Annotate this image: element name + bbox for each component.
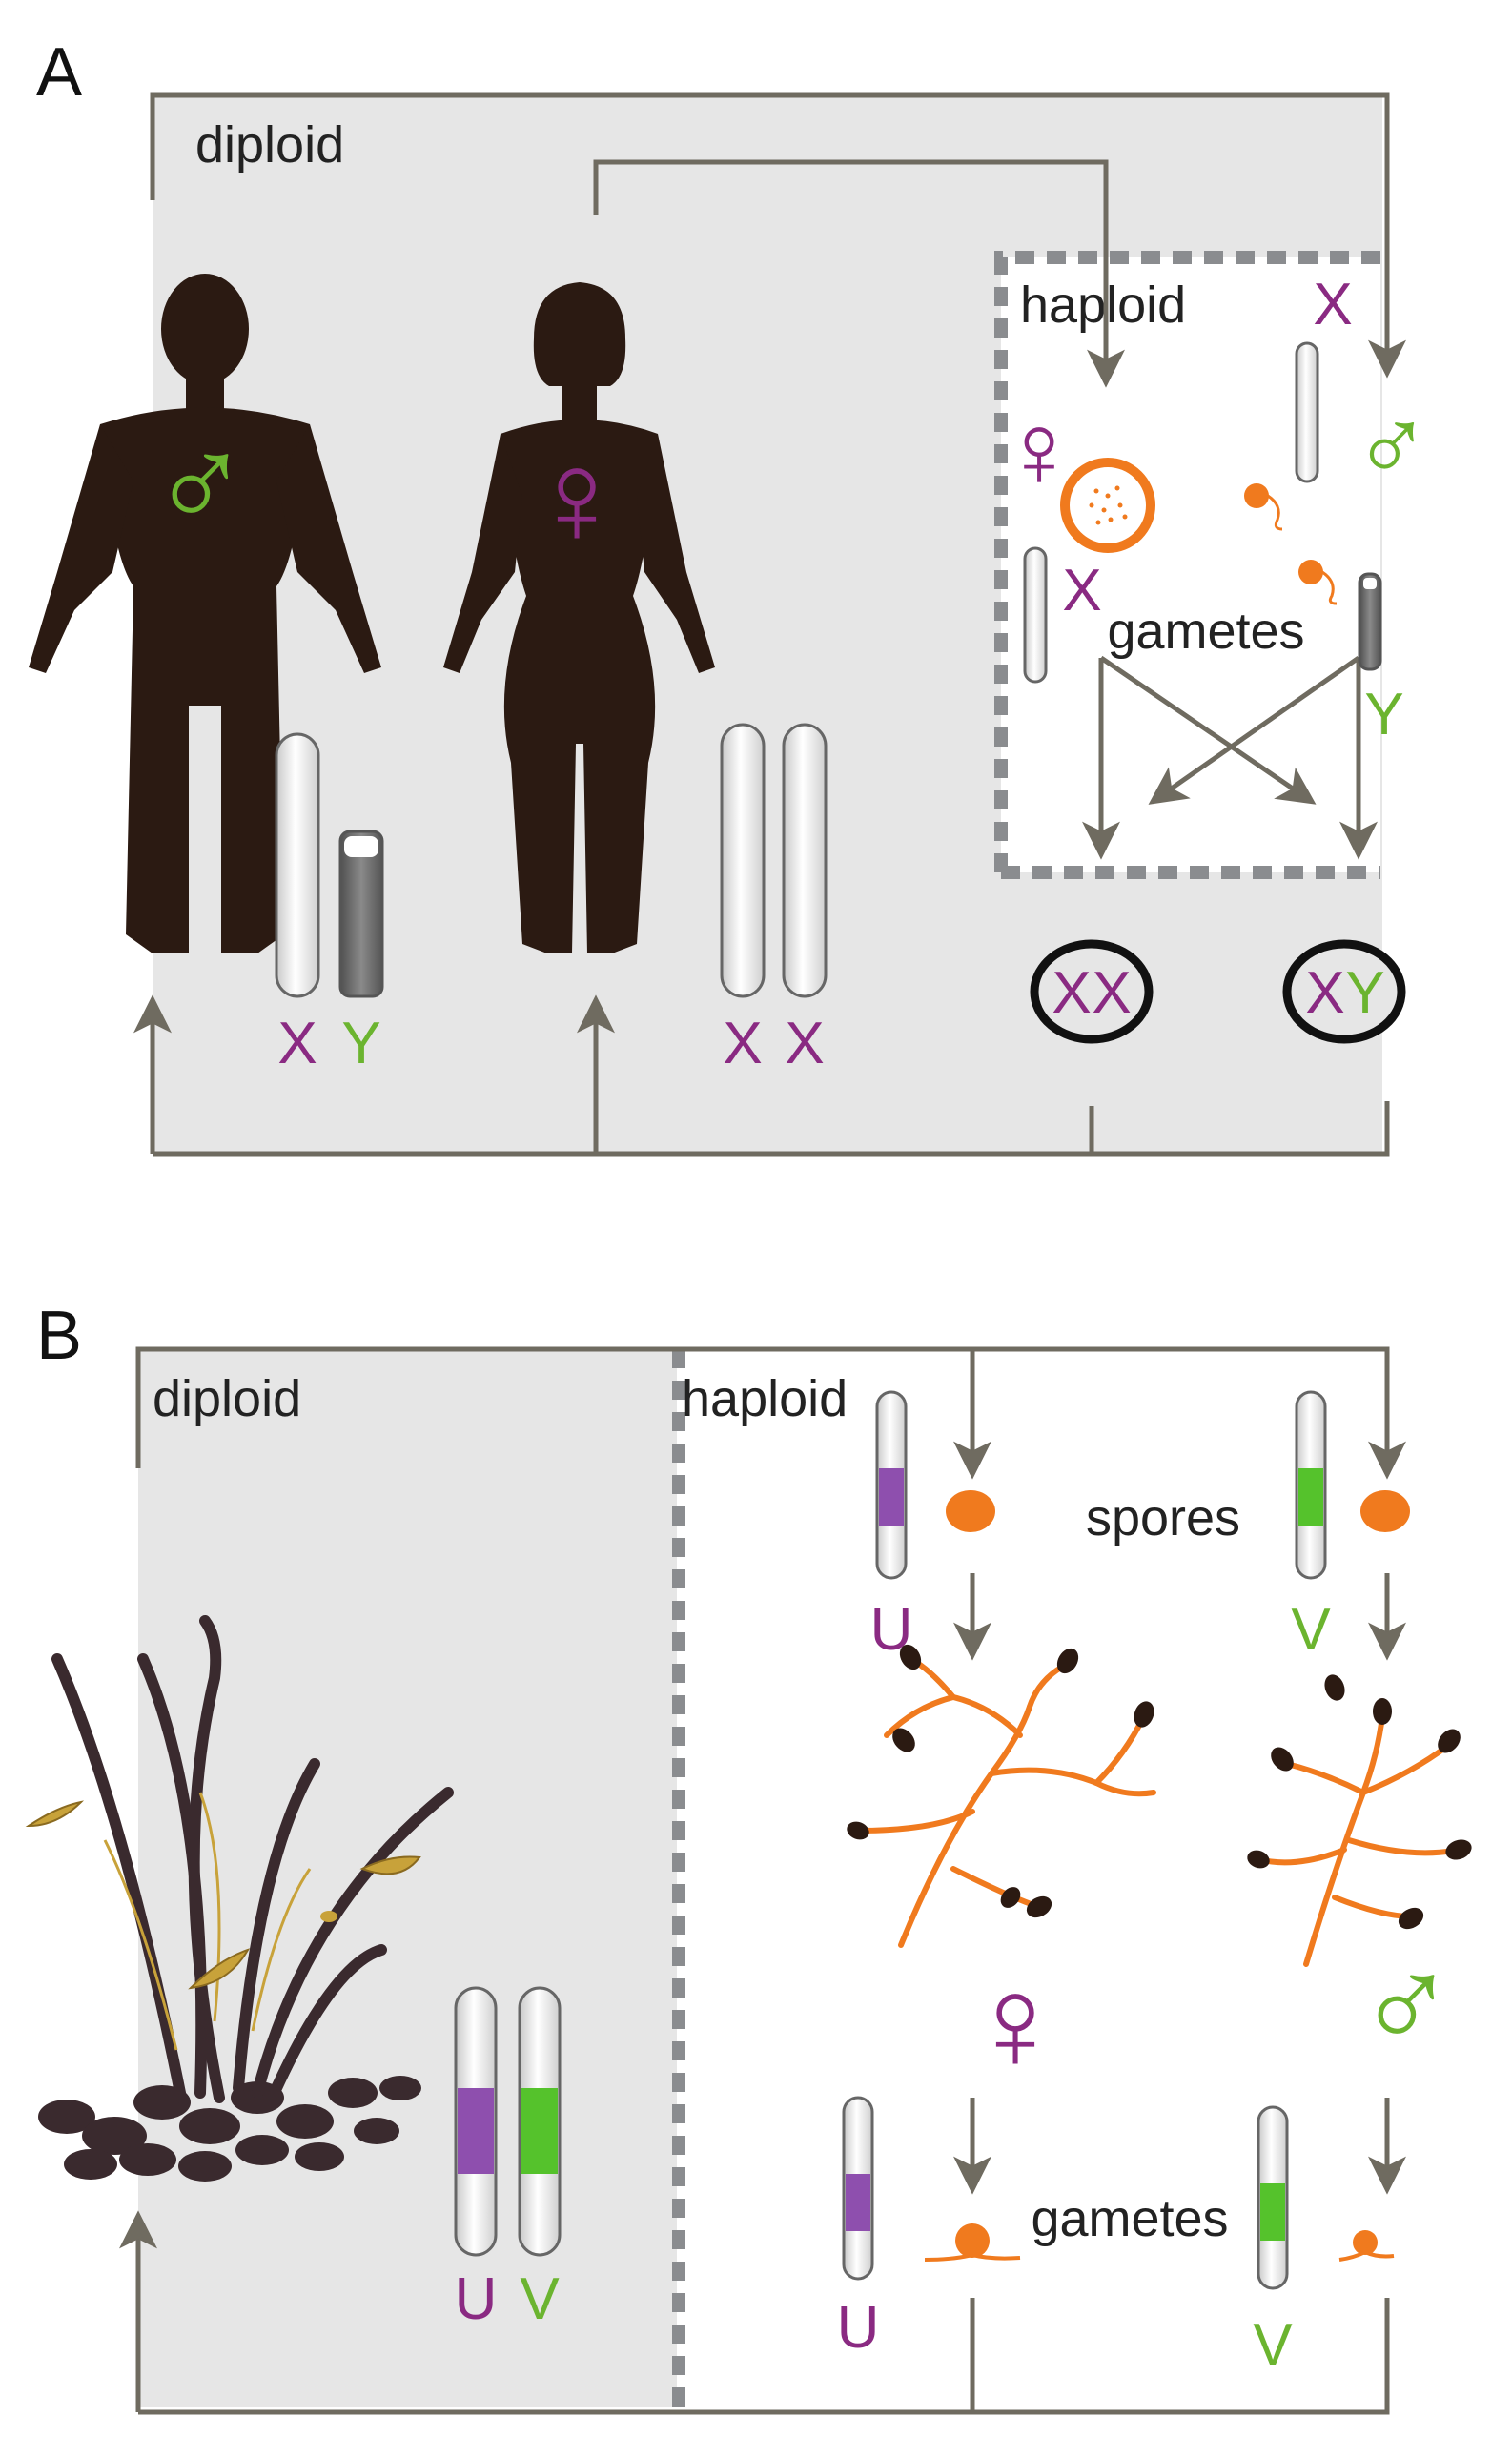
spore-female (946, 1490, 995, 1532)
haploid-border (994, 251, 1380, 872)
gamete-u-label: U (837, 2295, 880, 2361)
female-x1-chromosome (720, 723, 766, 998)
gamete-male (1338, 2230, 1395, 2262)
gametes-label-a: gametes (1107, 603, 1304, 660)
male-silhouette (29, 274, 381, 953)
panel-b: B diploid haploid spores gametes (25, 1298, 1472, 2415)
sperm-y-chromosome (1358, 572, 1382, 671)
male-y-label: Y (341, 1011, 380, 1076)
panel-a: A diploid haploid ♂ (29, 34, 1432, 1157)
lifecycle-arrows (133, 92, 1406, 1157)
spores-label: spores (1086, 1489, 1240, 1547)
spore-v-label: V (1291, 1597, 1331, 1663)
diploid-label-b: diploid (153, 1370, 301, 1427)
sperm-y-cell (1298, 560, 1338, 605)
egg-cell (1060, 458, 1155, 553)
male-x-label: X (277, 1011, 317, 1076)
female-symbol: ♀ (527, 422, 627, 572)
zygote-xx (1030, 939, 1154, 1044)
gametophyte-female-symbol: ♀ (966, 1948, 1066, 2098)
sperm-y-label: Y (1364, 682, 1403, 748)
diploid-u-label: U (455, 2266, 498, 2332)
haploid-region (1001, 257, 1380, 872)
spore-male (1360, 1490, 1410, 1532)
zygote-xx-first: X (1052, 960, 1091, 1026)
female-x2-label: X (785, 1011, 824, 1076)
female-x2-chromosome (782, 723, 828, 998)
male-gametophyte (1247, 1674, 1472, 1967)
female-x1-label: X (723, 1011, 762, 1076)
zygote-xx-second: X (1092, 960, 1131, 1026)
panel-b-letter: B (36, 1298, 82, 1374)
zygote-xy-y: Y (1345, 960, 1384, 1026)
lifecycle-arrows-b (119, 1346, 1406, 2415)
female-silhouette (443, 282, 715, 953)
gamete-v-label: V (1253, 2312, 1293, 2378)
male-symbol: ♂ (151, 408, 251, 558)
sperm-x-cell (1244, 483, 1283, 531)
gamete-female (924, 2223, 1021, 2262)
u-band (458, 2088, 494, 2174)
diploid-region-b (138, 1349, 677, 2407)
diploid-v-label: V (520, 2266, 560, 2332)
gametophyte-male-symbol: ♂ (1357, 1929, 1457, 2079)
male-x-chromosome (275, 732, 320, 998)
panel-a-letter: A (36, 34, 82, 111)
zygote-xy (1282, 939, 1406, 1044)
female-gametophyte (847, 1644, 1156, 1948)
sperm-x-label: X (1313, 272, 1352, 338)
egg-x-chromosome (1023, 546, 1048, 684)
zygote-xy-x: X (1305, 960, 1344, 1026)
haploid-label-b: haploid (682, 1370, 848, 1427)
diploid-label: diploid (195, 116, 344, 174)
haploid-label: haploid (1020, 277, 1186, 334)
male-y-chromosome (338, 830, 384, 998)
gametes-label-b: gametes (1031, 2190, 1228, 2247)
sperm-x-chromosome (1295, 341, 1319, 483)
haploid-male-symbol: ♂ (1353, 387, 1432, 504)
sporophyte (25, 1615, 454, 2182)
egg-x-label: X (1062, 558, 1101, 624)
v-band (521, 2088, 558, 2174)
